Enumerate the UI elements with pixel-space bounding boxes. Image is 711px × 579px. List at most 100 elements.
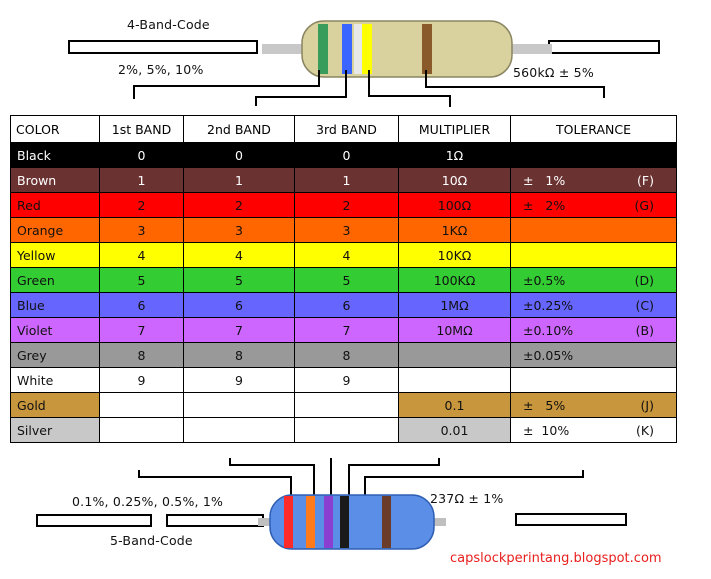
connector-line [133,85,318,87]
third-band-cell: 7 [294,317,399,343]
connector-line [330,458,332,498]
tolerance-letter-code: (D) [634,272,654,288]
multiplier-cell: 1MΩ [398,292,511,318]
connector-line [345,70,347,98]
five-band-title: 5-Band-Code [110,533,193,548]
tolerance-letter-code: (B) [635,322,654,338]
connector-line [138,476,292,478]
third-band-cell: 2 [294,192,399,218]
color-name-cell: White [10,367,100,393]
tolerance-value: ± 2% [523,197,566,213]
tolerance-letter-code: (C) [635,297,654,313]
tolerance-value: ±0.10% [523,322,574,338]
second-band-cell: 9 [183,367,295,393]
tolerance-cell [510,367,677,393]
connector-line [229,458,231,466]
first-band-cell: 5 [99,267,184,293]
color-name-cell: Silver [10,417,100,443]
tolerance-value: ± 5% [523,397,566,413]
resistor-band [422,24,432,74]
first-band-cell: 8 [99,342,184,368]
second-band-cell: 5 [183,267,295,293]
tolerance-cell: ± 10% (K) [510,417,677,443]
second-band-cell: 1 [183,167,295,193]
resistor-band [318,24,328,74]
multiplier-cell [398,367,511,393]
connector-line [290,476,292,498]
multiplier-cell: 1KΩ [398,217,511,243]
color-name-cell: Yellow [10,242,100,268]
multiplier-cell: 10Ω [398,167,511,193]
third-band-cell: 1 [294,167,399,193]
tolerance-cell: ± 2% (G) [510,192,677,218]
multiplier-cell: 0.1 [398,392,511,418]
second-band-cell: 0 [183,142,295,168]
third-band-cell: 3 [294,217,399,243]
resistor-band [284,496,293,548]
tolerance-cell [510,142,677,168]
connector-line [318,70,320,87]
connector-line [348,464,350,498]
connector-line [364,476,584,478]
tolerance-value: ± 1% [523,172,566,188]
table-header-row: COLOR 1st BAND 2nd BAND 3rd BAND MULTIPL… [10,115,677,143]
first-band-cell: 9 [99,367,184,393]
bottom-left-bar [36,514,152,527]
multiplier-cell: 10MΩ [398,317,511,343]
resistor-band [306,496,315,548]
tolerance-cell [510,242,677,268]
second-band-cell: 2 [183,192,295,218]
multiplier-cell: 100KΩ [398,267,511,293]
first-band-cell: 1 [99,167,184,193]
bottom-mid-bar [166,514,264,527]
resistor-band [324,496,333,548]
tolerance-letter-code: (G) [634,197,654,213]
resistor-band [340,496,349,548]
connector-line [364,476,366,498]
multiplier-cell: 100Ω [398,192,511,218]
header-color: COLOR [10,115,100,143]
connector-line [368,95,450,97]
tolerance-cell: ±0.05% [510,342,677,368]
second-band-cell: 8 [183,342,295,368]
third-band-cell: 8 [294,342,399,368]
first-band-cell: 7 [99,317,184,343]
first-band-cell: 4 [99,242,184,268]
tolerance-letter-code: (K) [636,422,654,438]
five-band-example-value: 237Ω ± 1% [430,491,504,506]
tolerance-value: ± 10% [523,422,570,438]
header-first-band: 1st BAND [99,115,184,143]
second-band-cell: 4 [183,242,295,268]
resistor-color-code-table: COLOR 1st BAND 2nd BAND 3rd BAND MULTIPL… [10,115,677,443]
color-name-cell: Green [10,267,100,293]
multiplier-cell: 10KΩ [398,242,511,268]
tolerance-letter-code: (J) [640,397,654,413]
tolerance-cell: ±0.5%(D) [510,267,677,293]
third-band-cell: 9 [294,367,399,393]
resistor-band [354,24,364,74]
connector-line [425,70,427,88]
four-band-title: 4-Band-Code [127,17,210,32]
color-name-cell: Red [10,192,100,218]
first-band-cell: 2 [99,192,184,218]
bottom-right-bar [515,513,627,526]
four-band-resistor-icon [262,20,552,78]
color-name-cell: Black [10,142,100,168]
tolerance-cell: ±0.25%(C) [510,292,677,318]
third-band-cell [294,392,399,418]
top-left-bar [68,40,258,54]
resistor-band [362,24,372,74]
third-band-cell: 0 [294,142,399,168]
connector-line [438,458,440,466]
second-band-cell [183,417,295,443]
header-third-band: 3rd BAND [294,115,399,143]
second-band-cell [183,392,295,418]
third-band-cell: 5 [294,267,399,293]
second-band-cell: 6 [183,292,295,318]
